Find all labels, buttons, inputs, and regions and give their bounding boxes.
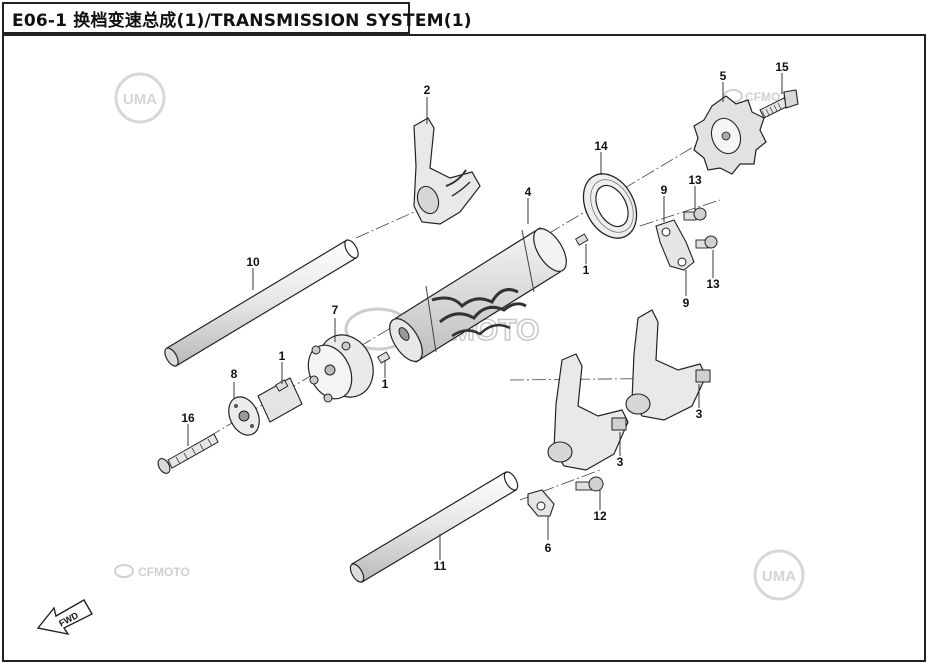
callout-16: 16 bbox=[181, 411, 195, 425]
part-6-plate bbox=[527, 489, 555, 517]
diagram-frame bbox=[2, 34, 926, 662]
svg-text:UMA: UMA bbox=[123, 91, 157, 108]
callout-3a: 3 bbox=[696, 407, 703, 421]
callout-11: 11 bbox=[434, 559, 447, 573]
callout-10: 10 bbox=[246, 255, 260, 269]
page-title: E06-1 换档变速总成(1)/TRANSMISSION SYSTEM(1) bbox=[12, 10, 472, 31]
callout-5: 5 bbox=[720, 69, 727, 83]
watermark-cfmoto-bottom-left: CFMOTO bbox=[114, 564, 190, 579]
part-14-bearing bbox=[582, 173, 638, 239]
callout-3b: 3 bbox=[617, 455, 624, 469]
callout-labels: 1 1 1 2 3 3 4 5 6 7 8 9 9 10 11 12 13 13… bbox=[181, 60, 789, 573]
part-1-pins bbox=[275, 233, 589, 392]
part-3-shift-fork-b bbox=[625, 309, 711, 421]
callout-1c: 1 bbox=[382, 377, 389, 391]
part-4-shift-drum bbox=[389, 227, 567, 363]
callout-1a: 1 bbox=[583, 263, 590, 277]
callout-7: 7 bbox=[332, 303, 339, 317]
callout-12: 12 bbox=[593, 509, 607, 523]
callout-8: 8 bbox=[231, 367, 238, 381]
part-3-shift-fork-a bbox=[547, 353, 629, 471]
callout-13a: 13 bbox=[688, 173, 702, 187]
leader-lines bbox=[187, 73, 783, 560]
callout-4: 4 bbox=[525, 185, 532, 199]
part-13-bolts bbox=[683, 207, 718, 249]
callout-14: 14 bbox=[594, 139, 608, 153]
part-16-screw bbox=[157, 433, 219, 474]
svg-text:CFMOTO: CFMOTO bbox=[138, 565, 190, 579]
part-9-stopper-plate bbox=[655, 219, 695, 271]
callout-1b: 1 bbox=[279, 349, 286, 363]
part-7-pin-holder bbox=[307, 334, 374, 403]
part-15-bolt bbox=[759, 89, 799, 119]
part-2-shift-fork bbox=[413, 117, 481, 225]
part-11-fork-shaft bbox=[349, 471, 519, 583]
part-12-bolt bbox=[575, 476, 604, 492]
fwd-arrow-icon: FWD bbox=[36, 599, 93, 636]
part-8-cam-plate bbox=[228, 377, 303, 436]
svg-text:UMA: UMA bbox=[762, 568, 796, 585]
callout-2: 2 bbox=[424, 83, 431, 97]
callout-9a: 9 bbox=[661, 183, 668, 197]
callout-9b: 9 bbox=[683, 296, 690, 310]
part-10-fork-shaft bbox=[164, 239, 359, 367]
watermark-uma-bottom-right: UMA bbox=[753, 549, 805, 601]
title-box: E06-1 换档变速总成(1)/TRANSMISSION SYSTEM(1) bbox=[2, 2, 472, 34]
callout-15: 15 bbox=[775, 60, 789, 74]
watermark-uma-top-left: UMA bbox=[114, 72, 166, 124]
callout-13b: 13 bbox=[706, 277, 720, 291]
callout-6: 6 bbox=[545, 541, 552, 555]
part-5-star-cam bbox=[693, 95, 767, 175]
